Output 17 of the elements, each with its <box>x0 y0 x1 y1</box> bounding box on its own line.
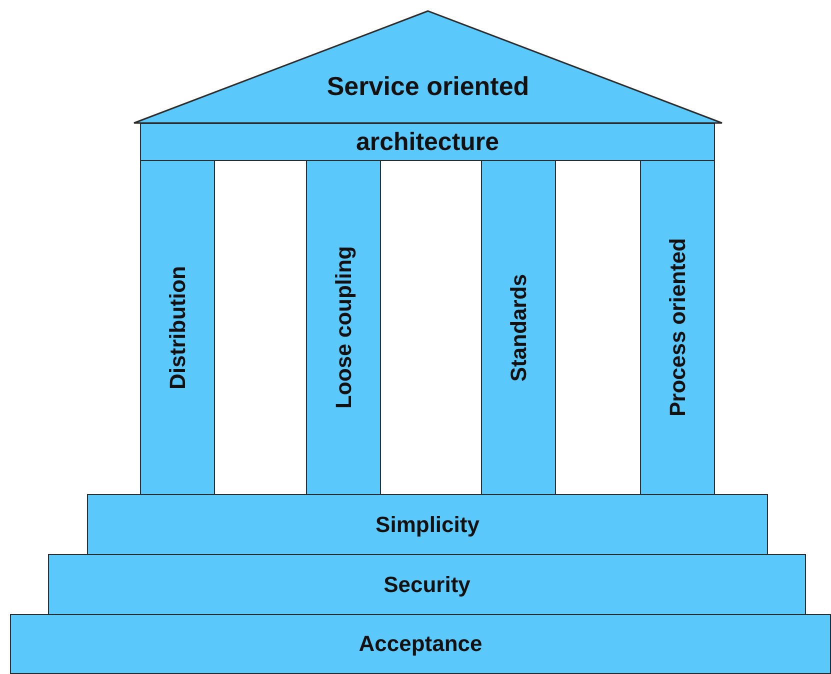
roof-label: Service oriented <box>326 71 530 102</box>
pillar-label: Process oriented <box>664 238 690 417</box>
step-block <box>10 614 831 674</box>
pillar-label: Distribution <box>164 266 190 390</box>
beam-label: architecture <box>356 128 500 156</box>
step-label: Security <box>384 572 470 598</box>
pillar <box>640 160 715 495</box>
step-label: Simplicity <box>376 512 480 538</box>
pillar-label: Loose coupling <box>330 246 356 409</box>
pillar <box>306 160 381 495</box>
pillar-label: Standards <box>506 274 532 382</box>
step-block <box>87 494 768 555</box>
step-block <box>48 554 806 615</box>
step-label: Acceptance <box>358 631 482 657</box>
pillar <box>481 160 556 495</box>
pillar <box>140 160 215 495</box>
beam <box>140 123 715 161</box>
